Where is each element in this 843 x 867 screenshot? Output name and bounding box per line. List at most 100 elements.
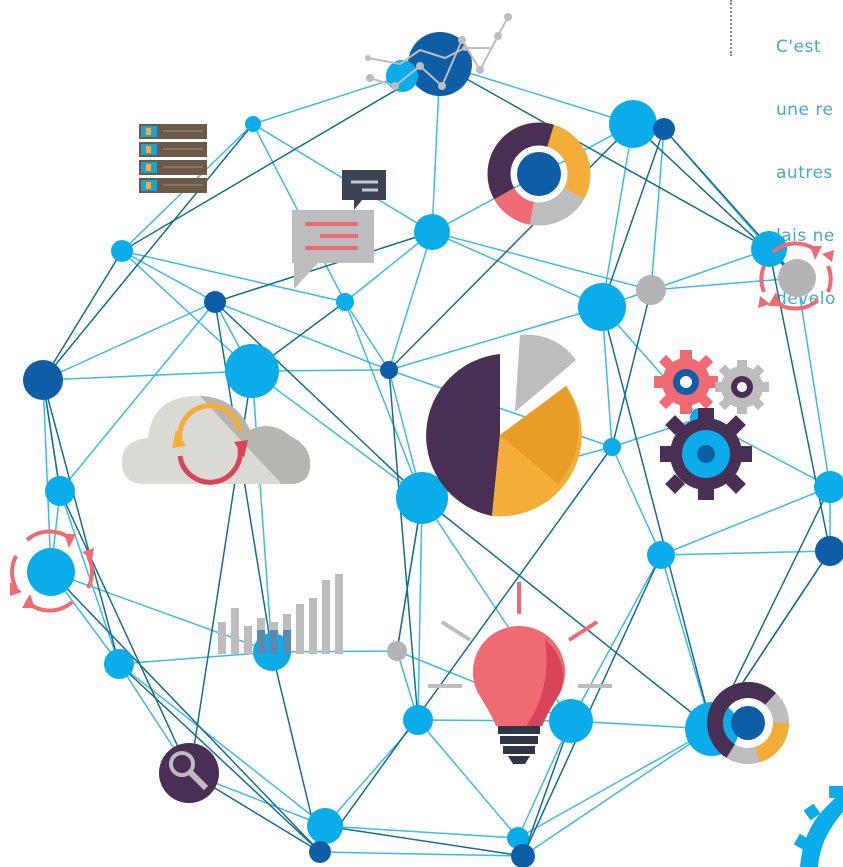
network-node [27,548,75,596]
network-node [414,214,450,250]
bar-chart-icon [218,574,343,671]
pie-chart-icon [426,334,582,517]
network-edge [660,486,831,556]
network-node [45,476,75,506]
network-edge [439,63,770,250]
network-node [507,827,529,849]
gear-icon [654,350,718,414]
text-line: une re [776,100,834,120]
network-node [104,649,134,679]
network-edge [517,728,713,839]
network-edge [796,277,831,488]
network-edge [251,370,273,653]
network-node [511,844,535,867]
network-edge [42,379,120,665]
network-node [603,438,621,456]
network-edge [388,369,419,721]
dotted-divider [730,0,734,56]
gear-icon [715,360,769,414]
network-node [647,541,675,569]
network-edge [601,128,665,308]
network-edge [344,301,423,499]
chat-bubble-icon [292,170,386,289]
network-node [578,283,626,331]
gear-icon [793,786,843,867]
network-edge [42,370,253,381]
network-edges [42,63,831,857]
network-edge [601,123,634,308]
cloud-sync-icon [122,396,311,485]
network-edge [214,301,423,499]
network-edge [522,720,572,857]
network-edge [118,663,321,853]
network-edge [660,550,831,556]
network-edge [271,650,398,653]
line-chart-icon [365,13,512,96]
network-node [609,100,657,148]
network-edge [319,446,613,853]
network-node [396,472,448,524]
network-edge [417,719,519,839]
network-edge [50,571,321,853]
donut-chart-icon [487,122,591,226]
network-edge [431,231,603,308]
network-edge [611,417,701,448]
network-edge [59,301,216,492]
network-edge [59,490,120,665]
network-edge [522,554,662,857]
network-edge [650,248,770,291]
network-edge [522,728,713,857]
network-edge [118,663,326,827]
text-line: autres [776,163,833,183]
text-line: C'est [776,37,822,57]
network-edge [214,301,390,371]
network-edge [421,497,713,730]
network-node [815,536,843,566]
network-edge [319,851,524,857]
network-node [653,118,675,140]
server-rack-icon [139,124,207,193]
network-edge [431,231,652,291]
network-edge [344,231,433,303]
network-edge [570,554,662,722]
network-node [111,240,133,262]
network-node [814,471,843,503]
text-fragment: C'est une re autres lais ne dévelo [776,0,836,331]
network-edge [42,379,52,573]
network-node [387,641,407,661]
network-edge [439,63,634,125]
network-node [245,116,261,132]
network-node [636,275,666,305]
network-edge [660,554,713,730]
lightbulb-icon [428,582,612,764]
refresh-icon [10,529,94,613]
network-edge [388,123,634,371]
network-node [307,808,343,844]
network-edge [650,128,665,291]
network-node [309,841,331,863]
network-edge [42,123,254,381]
network-edge [121,250,346,303]
network-node [380,361,398,379]
network-edge [214,231,433,303]
network-node [204,291,226,313]
network-edge [768,248,831,552]
network-edge [42,250,123,381]
magnifier-icon [159,743,219,803]
network-edge [611,446,662,556]
network-edge [251,370,423,499]
donut-chart-icon [707,682,789,764]
network-edge [42,301,216,381]
network-node [336,293,354,311]
network-node [403,705,433,735]
network-edge [324,825,524,857]
network-node [549,699,593,743]
network-node [778,259,816,297]
network-node [225,344,279,398]
refresh-icon [758,241,834,311]
network-edge [388,306,603,371]
network-node [751,231,787,267]
network-edge [417,497,423,721]
network-edge [650,277,798,291]
